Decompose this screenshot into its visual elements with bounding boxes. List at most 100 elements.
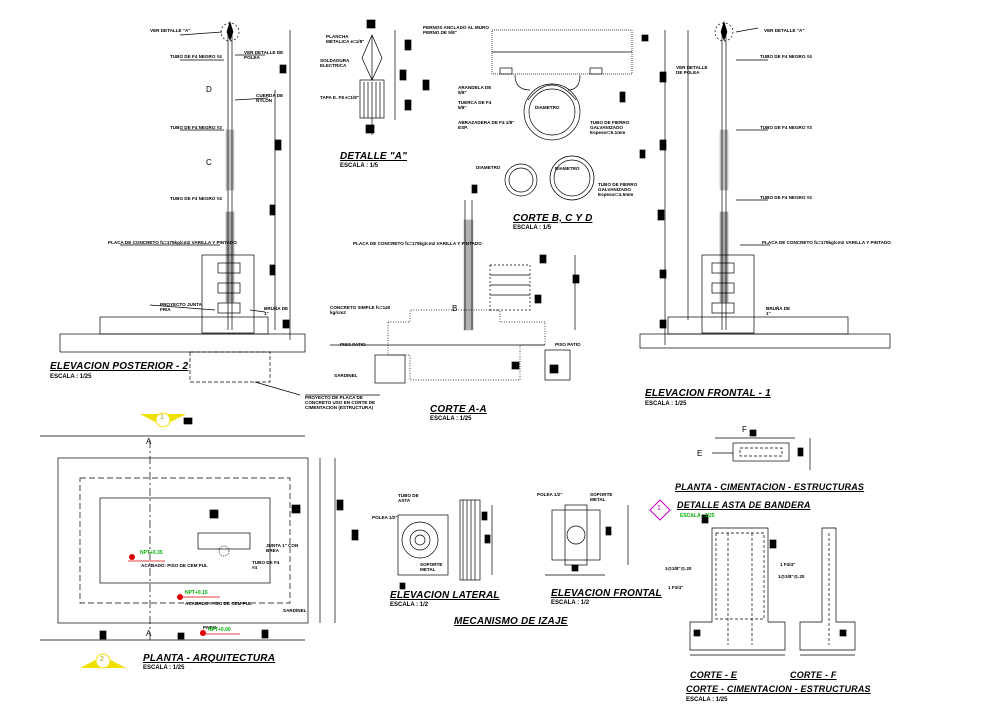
label-d: D (206, 85, 212, 94)
note-tapa: TAPA E. F8 e=1/8" (320, 95, 359, 100)
title-corte-e: CORTE - E (690, 670, 738, 680)
title-mecanismo-izaje: MECANISMO DE IZAJE (454, 616, 568, 627)
note-cuerda-nylon: CUERDA DE NYLON (256, 93, 284, 103)
title-elevacion-frontal: ELEVACION FRONTAL - 1 (645, 388, 771, 399)
title-corte-a-a: CORTE A-A (430, 404, 487, 415)
note-tubo-galv: TUBO DE FIERRO GALVANIZADO Espesor=4.5mm (598, 182, 638, 197)
note-concreto-simple: CONCRETO SIMPLE fc=140 kg/cm2 (330, 305, 391, 315)
note-arandela: ARANDELA DE 5/8" (458, 85, 492, 95)
note-piso-patio-2: PISO PATIO (555, 342, 581, 347)
note-placa-concreto-2: PLACA DE CONCRETO fc=175kg/cm2 VARILLA Y… (353, 241, 482, 246)
section-marker-2 (80, 653, 126, 669)
corte-cimentacion-drawing (689, 514, 856, 656)
scale-elevacion-frontal-2: ESCALA : 1/2 (551, 600, 590, 606)
note-bruna-r: BRUÑA DE 1" (766, 306, 791, 316)
planta-cimentacion-drawing (712, 429, 811, 470)
mecanismo-izaje-drawing (397, 499, 629, 590)
elevacion-posterior-drawing (59, 20, 306, 383)
note-sardinel-planta: SARDINEL (283, 608, 307, 613)
note-junta: JUNTA 1" CON BREA (266, 543, 299, 553)
title-corte-f: CORTE - F (790, 670, 837, 680)
level-markers (129, 554, 206, 636)
scale-detalle-asta: ESCALA : 1/25 (680, 513, 715, 519)
note-tubo-fierro: TUBO DE FIERRO GALVANIZADO Espesor=6.1mm (590, 120, 630, 135)
title-elevacion-frontal-2: ELEVACION FRONTAL (551, 588, 662, 599)
note-proyecto: PROYECTO JUNTA FRIA (160, 302, 202, 312)
scale-planta-arquitectura: ESCALA : 1/25 (143, 665, 185, 671)
note-sardinel: SARDINEL (334, 373, 358, 378)
note-tubo-f4-mid: TUBO DE F4 NEGRO #4 (170, 196, 222, 201)
note-tubo-f4-r: TUBO DE F4 NEGRO #4 (760, 54, 812, 59)
scale-corte-cimentacion: ESCALA : 1/25 (686, 697, 728, 703)
note-acabado: ACABADO: PISO DE CEM PUL (141, 563, 208, 568)
note-polea-lateral: POLEA 1/2" (372, 515, 398, 520)
note-ver-detalle-r: VER DETALLE "A" (764, 28, 805, 33)
level-npt-000: NPT+0.00 (208, 627, 231, 633)
title-corte-bcd: CORTE B, C Y D (513, 213, 593, 224)
note-tubo-f3: TUBO DE F4 NEGRO #3 (170, 125, 222, 130)
title-corte-cimentacion: CORTE - CIMENTACION - ESTRUCTURAS (686, 684, 871, 694)
note-bruna: BRUÑA DE 1" (264, 306, 289, 316)
note-tubo-f4-planta: TUBO DE F4 #4 (252, 560, 280, 570)
scale-elevacion-posterior: ESCALA : 1/25 (50, 374, 92, 380)
note-soldadura: SOLDADURA ELECTRICA (320, 58, 350, 68)
note-tubo-f4-r2: TUBO DE F4 NEGRO #4 (760, 195, 812, 200)
level-npt-035: NPT+0.35 (140, 550, 163, 556)
note-estribos-f: 1@3/8"@.20 (778, 574, 805, 579)
diamond-label: 1 (657, 505, 661, 512)
marker-1-label: 1 (160, 414, 164, 421)
scale-detalle-a: ESCALA : 1/5 (340, 163, 379, 169)
title-detalle-asta: DETALLE ASTA DE BANDERA (677, 500, 811, 510)
section-marker-1 (140, 412, 186, 428)
note-diametro-1: DIAMETRO (535, 105, 560, 110)
corte-bcd-drawing (471, 29, 649, 201)
note-soporte-lateral: SOPORTE METAL (420, 562, 443, 572)
note-piso-patio: PISO PATIO (340, 342, 366, 347)
note-patio: PATIO (203, 625, 217, 630)
title-elevacion-lateral: ELEVACION LATERAL (390, 590, 500, 601)
marker-2-label: 2 (100, 656, 104, 663)
note-diametro-2: DIAMETRO (476, 165, 501, 170)
scale-corte-bcd: ESCALA : 1/5 (513, 225, 552, 231)
note-fierro-f: 1 F3/4" (780, 562, 796, 567)
note-tubo-f4-top: TUBO DE F4 NEGRO #4 (170, 54, 222, 59)
title-planta-arquitectura: PLANTA - ARQUITECTURA (143, 653, 276, 664)
scale-elevacion-lateral: ESCALA : 1/2 (390, 602, 429, 608)
label-e: E (697, 449, 703, 458)
note-ver-detalle-polea-r: VER DETALLE DE POLEA (676, 65, 708, 75)
note-placa-concreto-r: PLACA DE CONCRETO fc=175kg/cm2 VARILLA Y… (762, 240, 891, 245)
title-elevacion-posterior: ELEVACION POSTERIOR - 2 (50, 361, 189, 372)
note-soporte-frontal: SOPORTE METAL (590, 492, 613, 502)
detalle-a-drawing (359, 19, 430, 135)
scale-corte-a-a: ESCALA : 1/25 (430, 416, 472, 422)
label-a-top: A (146, 437, 152, 446)
elevacion-frontal-drawing (639, 20, 891, 349)
title-planta-cimentacion: PLANTA - CIMENTACION - ESTRUCTURAS (675, 482, 865, 492)
note-polea-frontal: POLEA 1/2" (537, 492, 563, 497)
planta-arquitectura-drawing (40, 417, 359, 641)
label-a-bottom: A (146, 629, 152, 638)
note-tubo-f3-r: TUBO DE F4 NEGRO #3 (760, 125, 812, 130)
level-npt-015: NPT+0.15 (185, 590, 208, 596)
scale-elevacion-frontal: ESCALA : 1/25 (645, 401, 687, 407)
note-plancha: PLANCHA METALICA e=1/8" (326, 34, 365, 44)
note-pernos: PERNOS ANCLADO AL MURO PERNO DE 5/8" (423, 25, 489, 35)
note-fierro-e: 1 F3/4" (668, 585, 684, 590)
note-ver-detalle: VER DETALLE "A" (150, 28, 191, 33)
note-diametro-3: DIAMETRO (555, 166, 580, 171)
title-detalle-a: DETALLE "A" (340, 151, 408, 162)
label-f: F (742, 425, 747, 434)
corte-a-a-drawing (254, 200, 580, 396)
note-abrazadera: ABRAZADERA DE F4 1/8" ESP. (458, 120, 515, 130)
note-ver-detalle-polea: VER DETALLE DE POLEA (244, 50, 284, 60)
label-b: B (452, 304, 458, 313)
note-acabado-2: ACABADO: PISO DE CEM PUL (185, 601, 252, 606)
note-tuerca: TUERCA DE F4 5/8" (458, 100, 492, 110)
note-proyecto-placa: PROYECTO DE PLACA DE CONCRETO USO EN COR… (305, 395, 376, 410)
detail-diamond-marker (649, 499, 671, 521)
note-tubo-asta: TUBO DE ASTA (398, 493, 419, 503)
note-placa-concreto: PLACA DE CONCRETO fc=175kg/cm2 VARILLA Y… (108, 240, 237, 245)
label-c: C (206, 158, 212, 167)
